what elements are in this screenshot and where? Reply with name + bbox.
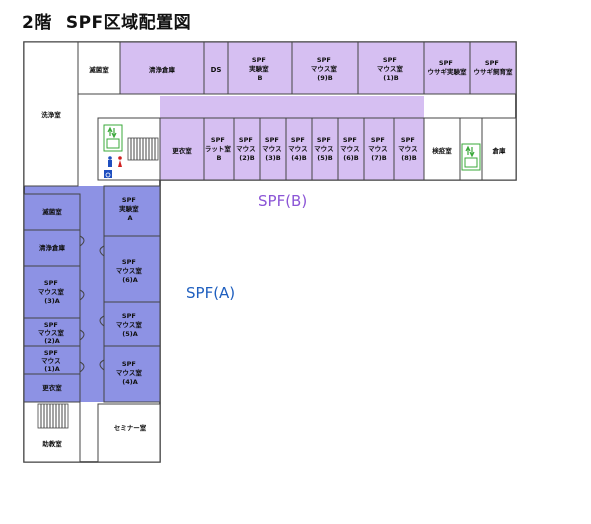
stairs-icon [37,403,69,429]
label-rabbit-breeding: SPF ウサギ飼育室 [474,59,514,76]
room-mouse-2a [23,317,81,347]
room-inspection [423,117,461,181]
label-rabbit-lab: SPF ウサギ実験室 [428,59,468,76]
label-mouse-7b: SPF マウス (7)B [368,136,390,162]
room-mouse-4b [285,117,313,181]
label-lab-a: SPF 実験室 A [119,196,141,222]
label-lab-b: SPF 実験室 B [249,56,271,82]
room-mouse-1a [23,345,81,375]
label-inspection: 検疫室 [432,146,452,155]
label-clean-storage-top: 清浄倉庫 [149,65,176,74]
zone-b-corridor [160,96,424,118]
room-lab-b [227,41,293,95]
label-mouse-3a: SPF マウス室 (3)A [38,279,66,305]
room-washing [23,41,79,187]
room-ds [203,41,229,95]
elevator-icon [461,143,481,171]
label-ds: DS [211,66,222,74]
zone-a-top-strip [24,186,158,194]
label-assistant: 助教室 [42,439,62,448]
room-mouse-2b [233,117,261,181]
restroom-icon [108,156,122,167]
room-lab-a [103,185,161,237]
room-mouse-6b [337,117,365,181]
label-mouse-5a: SPF マウス室 (5)A [116,312,144,338]
room-rabbit-lab [423,41,471,95]
label-rat-b: SPF ラット室 B [205,136,233,162]
room-rabbit-breeding [469,41,517,95]
label-mouse-1a: SPF マウス (1)A [41,349,63,373]
room-seminar [97,403,161,463]
room-mouse-1b [357,41,425,95]
label-mouse-1b: SPF マウス室 (1)B [377,56,405,82]
room-mouse-6a [103,235,161,303]
room-mouse-5b [311,117,339,181]
label-washing: 洗浄室 [41,110,61,119]
label-mouse-5b: SPF マウス (5)B [314,136,336,162]
label-mouse-9b: SPF マウス室 (9)B [311,56,339,82]
wheelchair-icon [104,170,112,178]
page-title: 2階 SPF区域配置図 [22,8,205,33]
label-sterilize-a: 滅菌室 [42,207,62,216]
label-changing-a: 更衣室 [42,383,62,392]
zone-a-label: SPF(A) [186,284,236,302]
room-rat-b [203,117,235,181]
label-mouse-8b: SPF マウス (8)B [398,136,420,162]
room-mouse-4a [103,345,161,403]
label-mouse-6b: SPF マウス (6)B [340,136,362,162]
label-mouse-2a: SPF マウス室 (2)A [38,321,66,345]
door-marks [79,235,105,373]
room-clean-storage-top [119,41,205,95]
room-mouse-9b [291,41,359,95]
elevator-icon [103,124,123,152]
room-clean-storage-a [23,229,81,267]
label-sterilize-top: 滅菌室 [89,65,109,74]
label-mouse-4a: SPF マウス室 (4)A [116,360,144,386]
room-mouse-7b [363,117,395,181]
room-changing-a [23,373,81,403]
label-mouse-6a: SPF マウス室 (6)A [116,258,144,284]
room-sterilize-a [23,193,81,231]
label-clean-storage-a: 清浄倉庫 [39,243,66,252]
room-storage [481,117,517,181]
label-mouse-3b: SPF マウス (3)B [262,136,284,162]
label-storage: 倉庫 [492,146,507,155]
label-seminar: セミナー室 [114,423,147,432]
label-changing-b: 更衣室 [172,146,192,155]
label-mouse-2b: SPF マウス (2)B [236,136,258,162]
floor-label: 2階 [22,13,52,33]
zone-b-label: SPF(B) [258,192,308,210]
room-changing-b [159,117,205,181]
title-text: SPF区域配置図 [65,13,192,33]
label-mouse-4b: SPF マウス (4)B [288,136,310,162]
stairs-icon [127,137,159,161]
room-mouse-8b [393,117,425,181]
